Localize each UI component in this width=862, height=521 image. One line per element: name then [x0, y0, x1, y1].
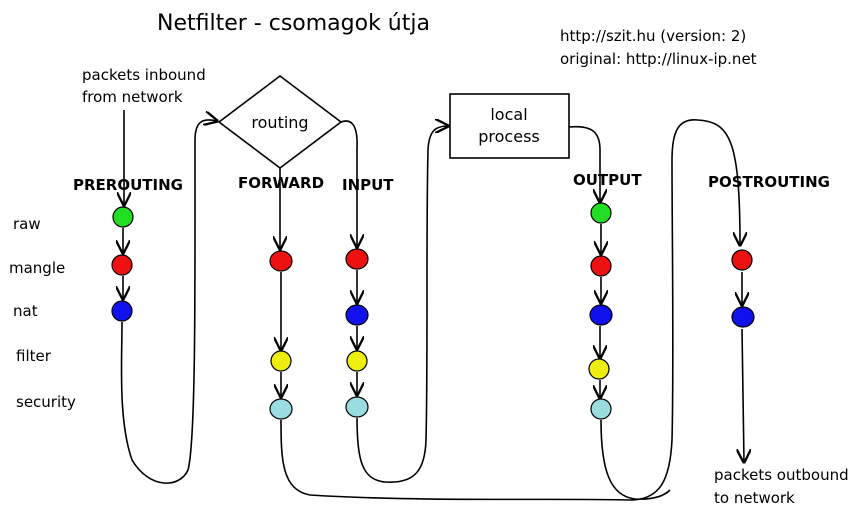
- prerouting-mangle-node: [111, 254, 133, 276]
- output-security-node: [590, 398, 612, 420]
- input-mangle-node: [345, 248, 369, 270]
- prerouting-to-routing-wire: [120, 120, 217, 484]
- prerouting-nat-node: [111, 300, 133, 322]
- outbound-label-line-1: packets outbound: [714, 466, 849, 484]
- hook-output: OUTPUT: [573, 171, 642, 189]
- hook-input: INPUT: [342, 176, 394, 194]
- output-filter-node: [588, 358, 610, 380]
- routing-to-input-arrow: [340, 120, 357, 247]
- postrouting-chains: [731, 249, 755, 328]
- inbound-label-line-1: packets inbound: [82, 66, 206, 84]
- row-label-raw: raw: [13, 215, 41, 233]
- row-label-nat: nat: [13, 302, 38, 320]
- input-to-local-process-wire: [356, 126, 448, 483]
- postrouting-nat-node: [731, 306, 755, 328]
- output-nat-node: [589, 304, 613, 326]
- forward-security-node: [269, 398, 293, 420]
- output-merge-wire: [600, 419, 671, 500]
- local-process-line-2: process: [478, 127, 539, 146]
- outbound-label-line-2: to network: [714, 489, 795, 507]
- output-mangle-node: [590, 255, 612, 277]
- output-raw-node: [590, 202, 612, 224]
- input-security-node: [345, 396, 369, 418]
- row-label-filter: filter: [16, 347, 52, 365]
- forward-to-postrouting-wire: [280, 119, 740, 501]
- forward-chains: [269, 250, 293, 420]
- input-filter-node: [346, 350, 368, 372]
- prerouting-raw-node: [112, 206, 134, 228]
- outbound-arrow: [742, 328, 744, 462]
- input-nat-node: [345, 304, 369, 326]
- inbound-label-line-2: from network: [82, 88, 183, 106]
- forward-filter-node: [270, 350, 292, 372]
- hook-prerouting: PREROUTING: [73, 176, 183, 194]
- local-process-box: [449, 93, 570, 159]
- postrouting-mangle-node: [731, 249, 753, 271]
- local-process-line-1: local: [490, 105, 527, 124]
- input-chains: [345, 248, 369, 418]
- routing-label: routing: [251, 113, 308, 132]
- row-label-security: security: [16, 393, 76, 411]
- forward-mangle-node: [269, 250, 293, 272]
- local-process-to-output-arrow: [568, 125, 600, 202]
- credit-line-2: original: http://linux-ip.net: [560, 50, 757, 68]
- hook-forward: FORWARD: [238, 174, 324, 192]
- credit-line-1: http://szit.hu (version: 2): [560, 27, 746, 45]
- diagram-title: Netfilter - csomagok útja: [157, 11, 430, 36]
- prerouting-chains: [111, 206, 134, 322]
- row-label-mangle: mangle: [9, 259, 65, 277]
- hook-postrouting: POSTROUTING: [708, 173, 830, 191]
- output-chains: [588, 202, 613, 420]
